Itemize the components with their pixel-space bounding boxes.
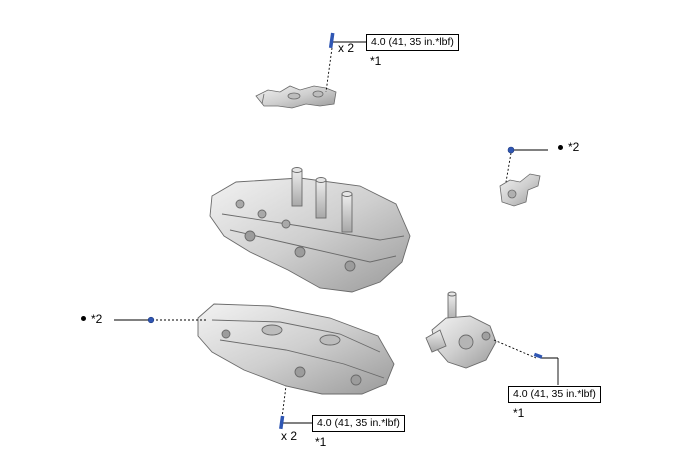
leader-lines xyxy=(114,41,559,424)
water-outlet-housing-part xyxy=(425,291,497,369)
bolt-bottom-icon xyxy=(279,415,285,430)
small-bracket-part xyxy=(499,173,541,207)
cylinder-head-part xyxy=(209,167,411,293)
right-lower-torque-spec: 4.0 (41, 35 in.*lbf) xyxy=(508,386,601,403)
lower-crankcase-part xyxy=(197,303,395,395)
bolt-top-icon xyxy=(328,32,335,49)
top-note: *1 xyxy=(370,54,382,68)
top-torque-spec: 4.0 (41, 35 in.*lbf) xyxy=(366,34,459,51)
bottom-note: *1 xyxy=(315,435,327,449)
bolt-right-lower-icon xyxy=(533,352,543,359)
right-upper-bullet xyxy=(558,145,563,150)
left-middle-bullet xyxy=(81,316,86,321)
bottom-torque-spec: 4.0 (41, 35 in.*lbf) xyxy=(312,415,405,432)
bolt-left-middle-icon xyxy=(147,316,155,324)
bolt-right-upper-icon xyxy=(507,146,515,154)
right-lower-note: *1 xyxy=(513,406,525,420)
top-bolt-count: x 2 xyxy=(338,41,355,55)
bottom-bolt-count: x 2 xyxy=(281,429,298,443)
left-middle-note: *2 xyxy=(91,312,103,326)
bolt-icons xyxy=(147,32,543,430)
right-upper-note: *2 xyxy=(568,140,580,154)
camshaft-bearing-cap-part xyxy=(255,85,337,109)
